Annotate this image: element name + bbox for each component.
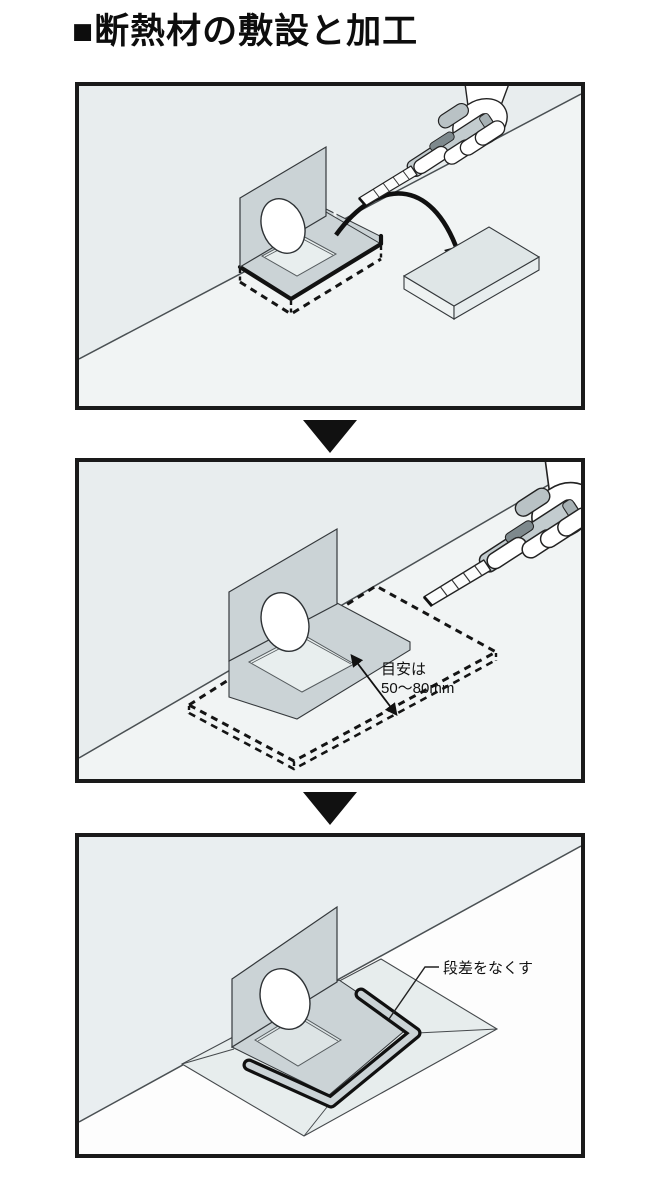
thumb bbox=[413, 145, 449, 175]
step-2-figure: 目安は 50〜80mm bbox=[75, 458, 585, 783]
step-3-figure: 段差をなくす bbox=[75, 833, 585, 1158]
pipe-hole bbox=[260, 198, 306, 254]
hidden-edge-dashes bbox=[238, 246, 383, 316]
step-1-figure bbox=[75, 82, 585, 410]
page-title: ■断熱材の敷設と加工 bbox=[72, 12, 419, 51]
margin-note-line1: 目安は bbox=[381, 661, 426, 678]
step-down-arrow-icon bbox=[303, 420, 357, 453]
blade-slider bbox=[429, 131, 455, 152]
pipe-hole bbox=[259, 968, 311, 1030]
step-down-arrow-icon bbox=[303, 792, 357, 825]
no-step-note: 段差をなくす bbox=[443, 960, 533, 977]
insulation-corner bbox=[237, 145, 384, 302]
cut-piece-board bbox=[402, 226, 541, 320]
insulation-corner bbox=[228, 527, 411, 720]
hand-with-cutter-illustration bbox=[358, 86, 509, 207]
margin-dimension: 目安は 50〜80mm bbox=[350, 653, 454, 717]
fingers bbox=[443, 120, 506, 165]
no-step-callout: 段差をなくす bbox=[388, 960, 533, 1020]
pipe-hole bbox=[260, 592, 310, 652]
dimension-arrow bbox=[350, 653, 398, 717]
leader-line bbox=[388, 966, 439, 1020]
step-3-illustration: 段差をなくす bbox=[79, 837, 581, 1154]
step-1-illustration bbox=[79, 86, 581, 406]
cutting-guide-dashes bbox=[186, 584, 500, 771]
step-2-illustration: 目安は 50〜80mm bbox=[79, 462, 581, 779]
cuff-band bbox=[437, 102, 469, 129]
rolled-edge-fill bbox=[245, 990, 419, 1106]
insulation-corner bbox=[230, 905, 422, 1109]
fold-creases bbox=[181, 1028, 498, 1137]
cut-edge-thick bbox=[237, 233, 384, 302]
margin-note-line2: 50〜80mm bbox=[381, 680, 454, 697]
